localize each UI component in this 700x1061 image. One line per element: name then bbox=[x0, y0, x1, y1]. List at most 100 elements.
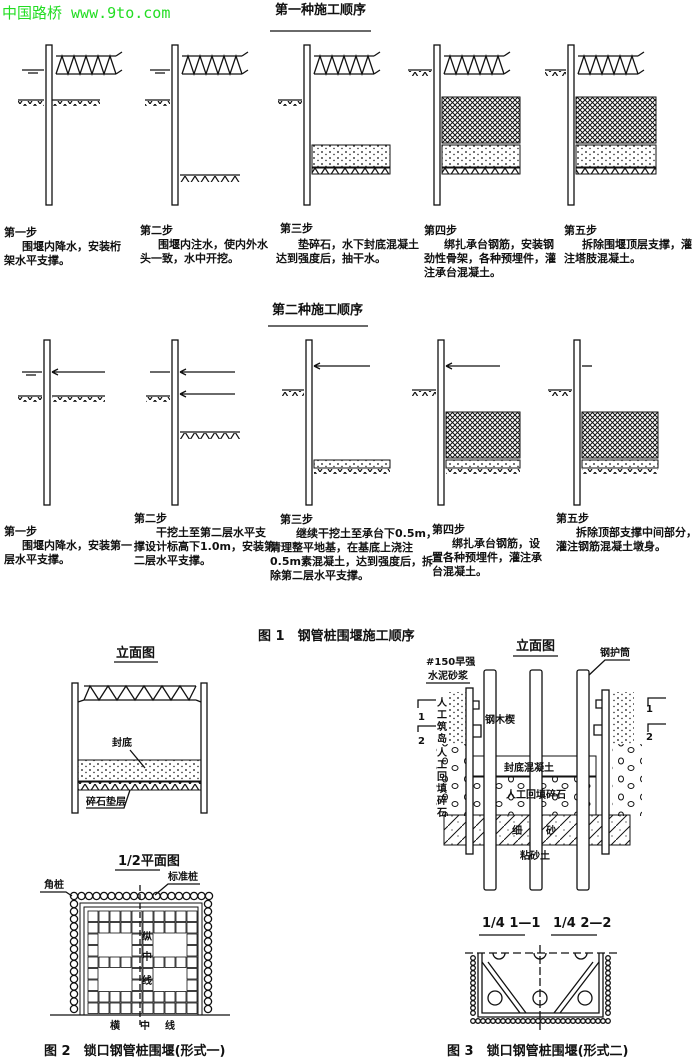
step-label: 第一步 bbox=[4, 524, 37, 538]
step-text: 达到强度后，抽干水。 bbox=[276, 251, 386, 265]
axis-label: 纵 bbox=[142, 930, 152, 943]
pile-circle bbox=[580, 1018, 586, 1024]
pile-circle bbox=[159, 891, 169, 901]
svg-text:工: 工 bbox=[437, 710, 447, 721]
step-text: 台混凝土。 bbox=[432, 564, 487, 578]
grid-cell bbox=[120, 922, 132, 934]
pile-circle bbox=[69, 929, 79, 939]
pile-circle bbox=[122, 891, 131, 901]
pile-circle bbox=[144, 891, 154, 901]
axis-label: 线 bbox=[142, 974, 152, 987]
pile-circle bbox=[69, 914, 79, 924]
svg-text:填: 填 bbox=[437, 782, 447, 795]
corner-pile-label: 角桩 bbox=[44, 878, 64, 891]
pile-circle bbox=[69, 997, 79, 1006]
grid-cell bbox=[109, 956, 121, 968]
grid-cell bbox=[120, 956, 132, 968]
pile-circle bbox=[525, 1018, 531, 1024]
grid-cell bbox=[98, 910, 110, 922]
step-label: 第五步 bbox=[556, 511, 589, 525]
step-text: 拆除顶部支撑中间部分， bbox=[576, 525, 697, 539]
pile-circle bbox=[575, 1018, 581, 1024]
grid-cell bbox=[87, 933, 99, 945]
pile-circle bbox=[490, 1018, 496, 1024]
figure3-plan: 1/4 1—1 1/4 2—2 bbox=[465, 916, 620, 1030]
pile-circle bbox=[203, 1004, 213, 1014]
sequence2-title: 第二种施工顺序 bbox=[272, 302, 363, 318]
svg-text:岛: 岛 bbox=[437, 732, 447, 745]
seq2-step3-diagram bbox=[282, 339, 391, 506]
pile-circle bbox=[203, 997, 213, 1006]
pile-circle bbox=[520, 1018, 526, 1024]
seq2-step-captions: 第一步 围堰内降水，安装第一 层水平支撑。 第二步 干挖土至第二层水平支 撑设计… bbox=[3, 511, 697, 582]
axis-label: 中 bbox=[142, 950, 152, 963]
seq1-step2-diagram bbox=[145, 44, 249, 206]
grid-cell bbox=[87, 910, 99, 922]
pile-circle bbox=[203, 959, 213, 969]
pile-circle bbox=[530, 1018, 536, 1024]
grid-cell bbox=[131, 910, 143, 922]
pile-circle bbox=[203, 914, 213, 924]
step-text: 架水平支撑。 bbox=[3, 253, 70, 267]
pile-circle bbox=[605, 965, 611, 971]
pile-circle bbox=[550, 1018, 556, 1024]
grid-cell bbox=[131, 922, 143, 934]
grid-cell bbox=[142, 910, 154, 922]
pile-circle bbox=[605, 970, 611, 976]
grid-cell bbox=[131, 991, 143, 1003]
step-label: 第五步 bbox=[564, 223, 597, 237]
grid-cell bbox=[131, 979, 143, 991]
grid-cell bbox=[142, 968, 154, 980]
svg-text:石: 石 bbox=[436, 807, 447, 819]
pile-circle bbox=[203, 929, 213, 939]
pile-circle bbox=[203, 944, 213, 954]
grid-cell bbox=[175, 991, 187, 1003]
elevation-title: 立面图 bbox=[516, 638, 555, 654]
pile-circle bbox=[203, 974, 213, 984]
pile-circle bbox=[203, 982, 213, 991]
pile-circle bbox=[475, 1018, 481, 1024]
grid-cell bbox=[131, 1002, 143, 1014]
seq2-step2-diagram bbox=[146, 339, 240, 506]
seq1-step1-diagram bbox=[18, 44, 123, 206]
grid-cell bbox=[186, 933, 198, 945]
grid-cell bbox=[131, 945, 143, 957]
svg-text:筑: 筑 bbox=[437, 720, 447, 733]
grid-cell bbox=[153, 910, 165, 922]
pile-circle bbox=[470, 1000, 476, 1006]
pile-circle bbox=[92, 891, 101, 901]
seq2-step4-diagram bbox=[412, 339, 521, 506]
grid-cell bbox=[87, 1002, 99, 1014]
figure1-caption: 图 1 钢管桩围堰施工顺序 bbox=[258, 628, 415, 644]
step-text: 劲性骨架，各种预埋件，灌 bbox=[424, 251, 556, 265]
grid-cell bbox=[175, 922, 187, 934]
pile-circle bbox=[505, 1018, 511, 1024]
pile-circle bbox=[515, 1018, 521, 1024]
grid-cell bbox=[164, 956, 176, 968]
backfill-label: 人 工 回 填 碎 石 bbox=[436, 746, 448, 819]
grid-cell bbox=[153, 922, 165, 934]
pile-circle bbox=[605, 975, 611, 981]
step-text: 围堰内降水，安装桁 bbox=[22, 239, 121, 253]
grid-cell bbox=[142, 956, 154, 968]
standard-pile-label: 标准桩 bbox=[167, 870, 198, 883]
pile-circle bbox=[585, 1018, 591, 1024]
step-label: 第四步 bbox=[432, 522, 465, 536]
step-text: 0.5m素混凝土，达到强度后，拆 bbox=[270, 554, 433, 568]
seq1-step3-diagram bbox=[278, 44, 391, 206]
section-mark: 1 bbox=[646, 704, 653, 715]
figure3-elevation: 立面图 #150早强 水泥砂浆 钢护筒 钢木楔 封底混凝土 人工回填碎石 细 砂… bbox=[417, 638, 666, 891]
grid-cell bbox=[98, 922, 110, 934]
grid-cell bbox=[142, 979, 154, 991]
pile-circle bbox=[84, 891, 94, 901]
axis-label: 横 bbox=[110, 1019, 121, 1032]
clay-label: 粘砂土 bbox=[520, 849, 550, 862]
casing-label: 钢护筒 bbox=[600, 646, 630, 659]
pile-circle bbox=[605, 1010, 611, 1016]
grid-cell bbox=[87, 979, 99, 991]
pile-ring bbox=[470, 955, 611, 1024]
pile-circle bbox=[69, 974, 79, 984]
grid-cell bbox=[186, 1002, 198, 1014]
